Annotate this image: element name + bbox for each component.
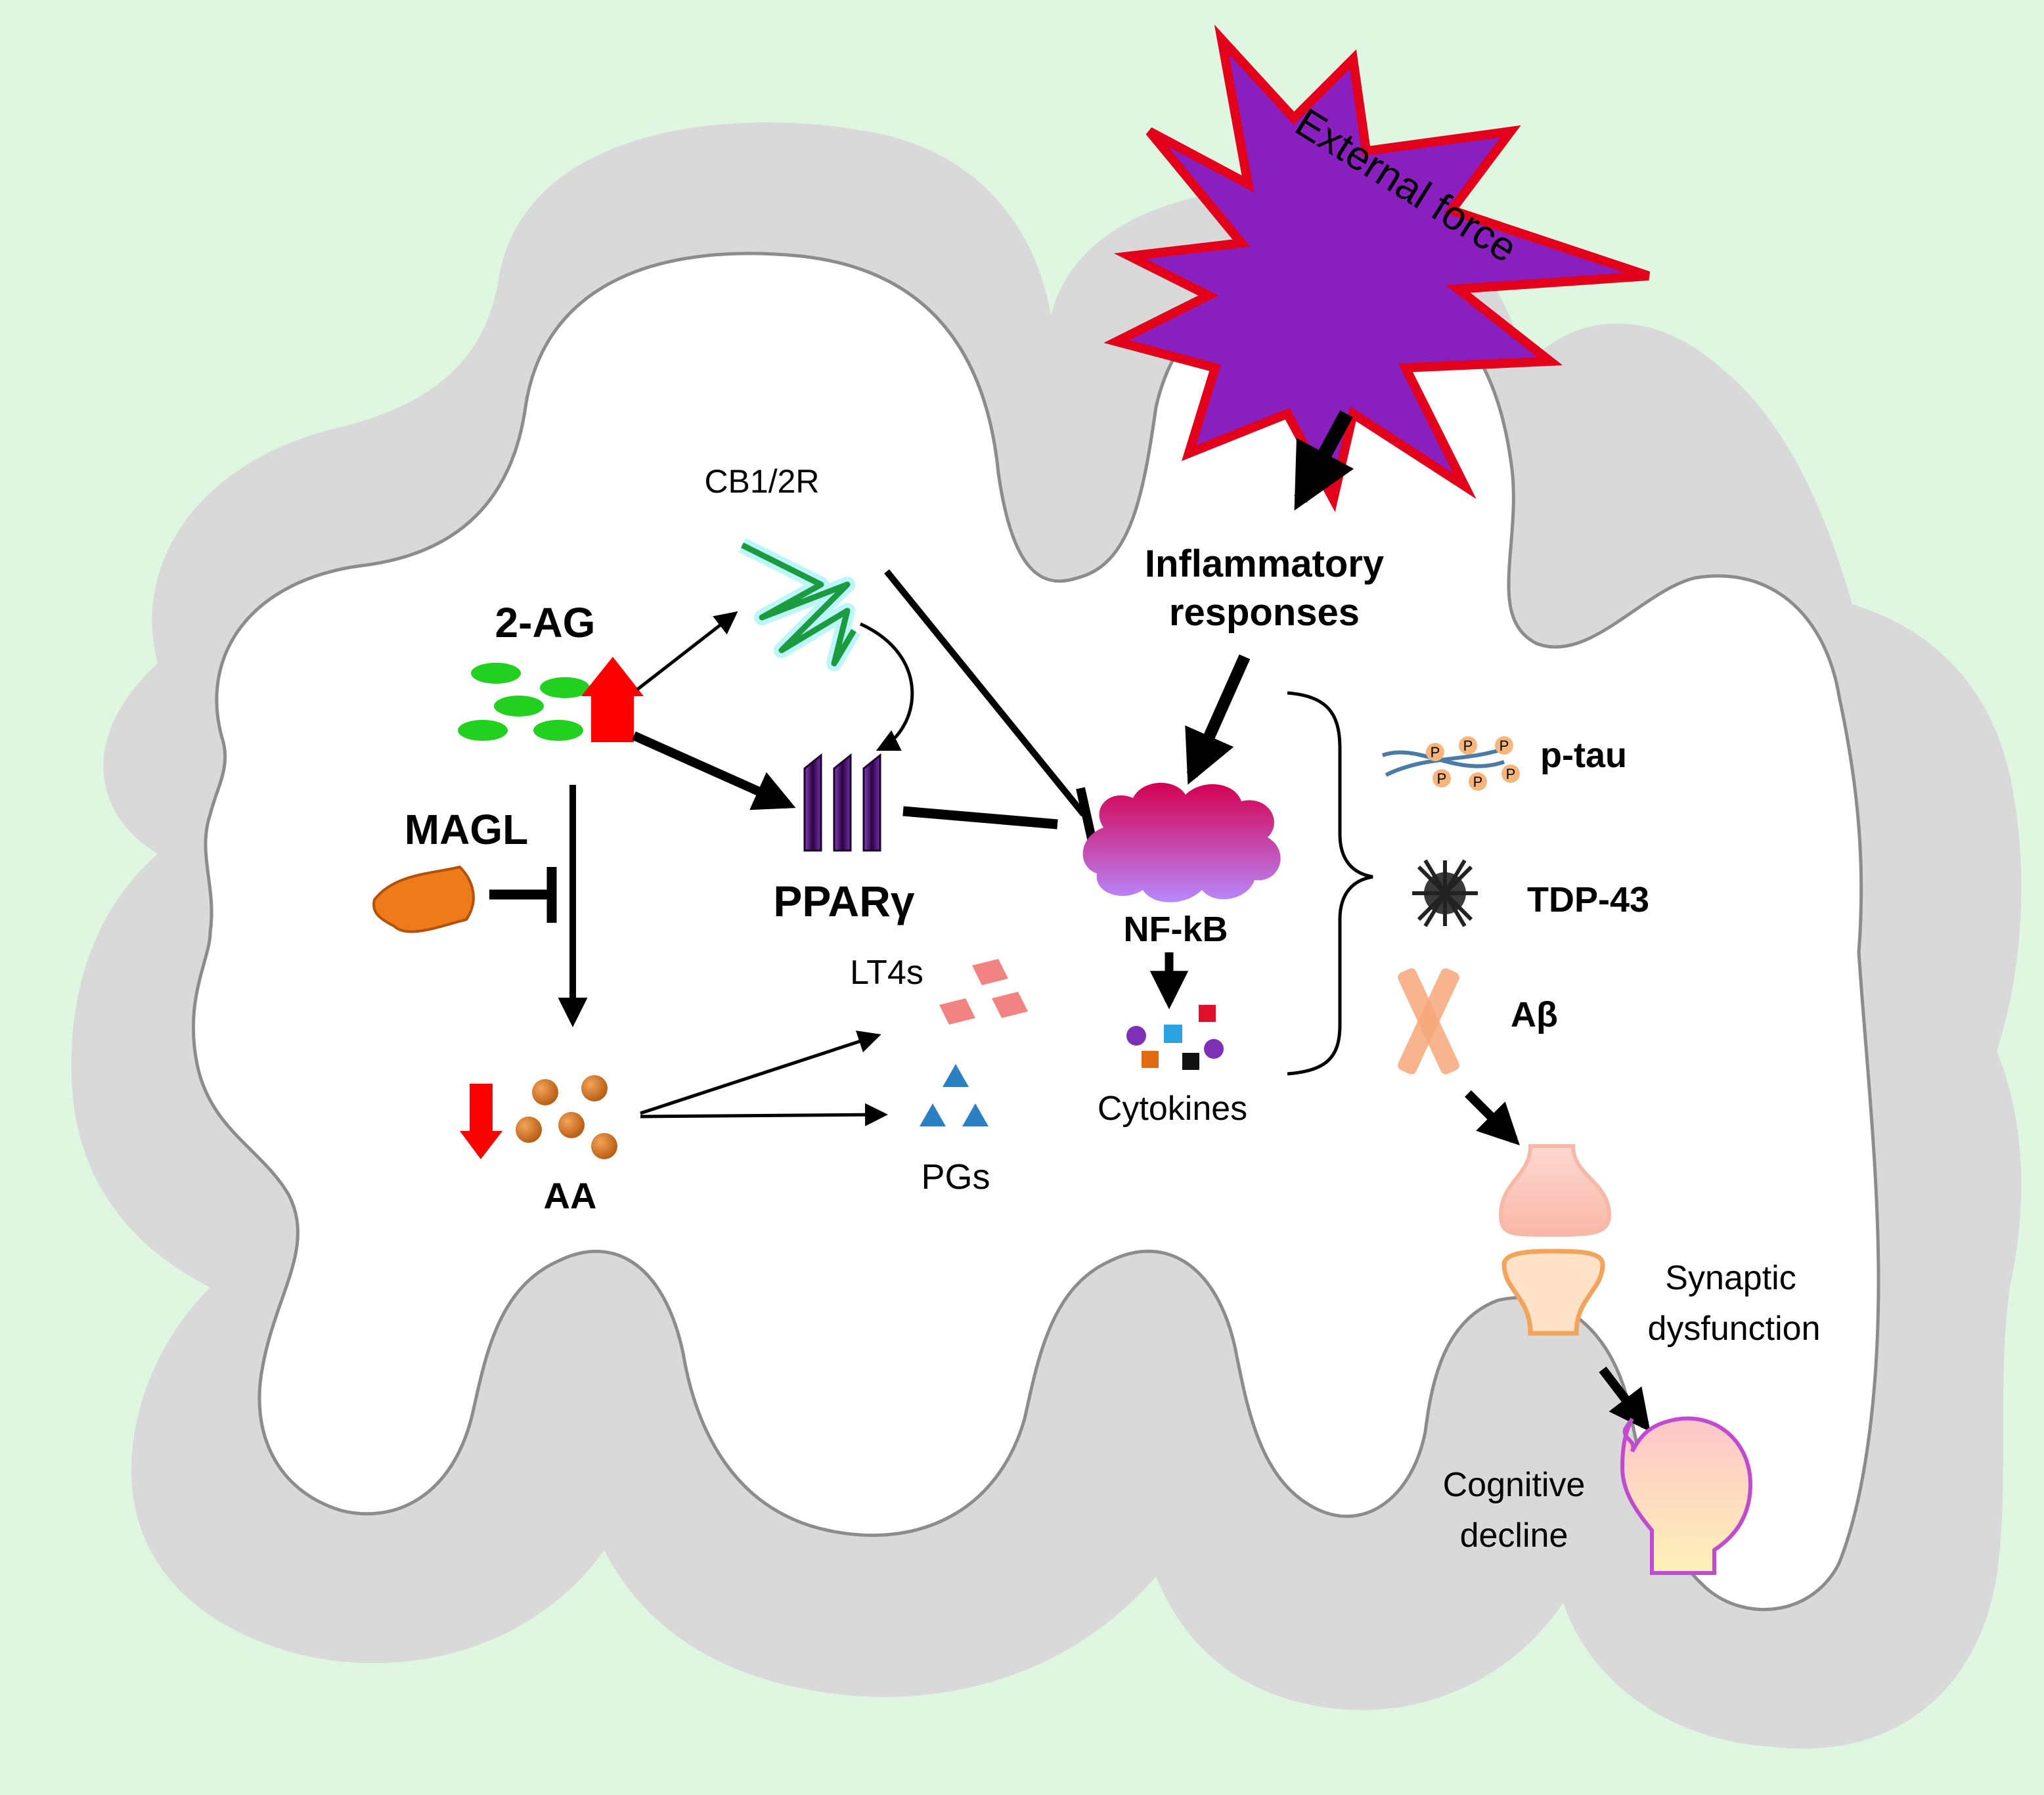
external-force-burst <box>1103 24 1651 512</box>
abeta-fibril-icon <box>1398 968 1459 1075</box>
arrow-2ag-to-cb12r <box>636 611 738 691</box>
aa-molecule <box>591 1133 617 1159</box>
synaptic-label-line1: Synaptic <box>1665 1259 1796 1297</box>
arrow-cb12r-to-ppar <box>859 622 914 751</box>
tdp43-label: TDP-43 <box>1527 880 1649 920</box>
increase-arrow-icon <box>591 690 634 742</box>
ppar-label: PPARγ <box>773 877 914 925</box>
aa-molecule <box>558 1112 585 1138</box>
lt4s-molecules <box>939 959 1028 1025</box>
arrow-abeta-to-synapse <box>1465 1090 1520 1145</box>
lt4s-label: LT4s <box>850 954 923 992</box>
inflammatory-label-line1: Inflammatory <box>1145 543 1384 585</box>
aa-label: AA <box>544 1175 597 1216</box>
cb12r-receptor-icon <box>738 538 861 671</box>
svg-text:P: P <box>1506 766 1516 782</box>
two-ag-molecule <box>540 677 590 698</box>
decrease-arrow-icon <box>470 1084 493 1136</box>
cytokines-label: Cytokines <box>1098 1090 1247 1128</box>
ptau-label: p-tau <box>1540 736 1627 775</box>
magl-label: MAGL <box>405 806 528 853</box>
increase-arrow-head <box>581 657 644 696</box>
two-ag-molecule <box>471 663 521 684</box>
tdp43-aggregate-icon <box>1412 859 1478 927</box>
two-ag-molecules <box>458 663 590 741</box>
inflammatory-label-line2: responses <box>1169 591 1360 634</box>
arrow-force-to-inflammation <box>1294 410 1354 511</box>
arrow-aa-to-pgs <box>640 1103 888 1126</box>
synaptic-label-line2: dysfunction <box>1647 1310 1820 1348</box>
magl-enzyme-icon <box>372 865 475 933</box>
ptau-icon: P P P P P P <box>1381 736 1520 791</box>
aa-molecule <box>532 1079 558 1105</box>
nfkb-cloud-icon <box>1082 782 1281 902</box>
nfkb-label: NF-kB <box>1124 910 1228 949</box>
cognitive-label-line2: decline <box>1460 1517 1568 1555</box>
curly-brace <box>1287 691 1373 1076</box>
arrow-2ag-to-ppar <box>632 731 796 810</box>
pgs-molecules <box>920 1064 989 1126</box>
aa-molecules <box>516 1075 617 1159</box>
inhibition-ppar-to-nfkb <box>902 806 1058 830</box>
two-ag-molecule <box>494 696 544 717</box>
two-ag-molecule <box>458 720 508 741</box>
pgs-label: PGs <box>921 1157 990 1197</box>
two-ag-molecule <box>533 720 583 741</box>
inhibition-cb12r-to-nfkb <box>884 569 1086 817</box>
svg-text:P: P <box>1437 770 1447 787</box>
arrow-aa-to-lt4s <box>640 1030 881 1115</box>
svg-text:P: P <box>1431 744 1440 761</box>
two-ag-label: 2-AG <box>495 599 596 646</box>
cognitive-label-line1: Cognitive <box>1443 1466 1586 1504</box>
svg-text:P: P <box>1463 738 1473 754</box>
synapse-icon <box>1498 1144 1612 1336</box>
arrow-synapse-to-cognition <box>1599 1366 1651 1432</box>
svg-text:P: P <box>1500 738 1509 754</box>
head-icon <box>1620 1416 1753 1575</box>
arrow-inflammation-to-nfkb <box>1185 654 1251 785</box>
aa-molecule <box>516 1117 542 1143</box>
ppar-receptor-icon <box>803 753 881 852</box>
cytokines-icon <box>1126 1005 1224 1070</box>
cb12r-label: CB1/2R <box>704 463 819 500</box>
abeta-label: Aβ <box>1511 995 1558 1034</box>
aa-molecule <box>581 1075 608 1101</box>
decrease-arrow-head <box>460 1131 502 1159</box>
svg-text:P: P <box>1473 774 1483 790</box>
